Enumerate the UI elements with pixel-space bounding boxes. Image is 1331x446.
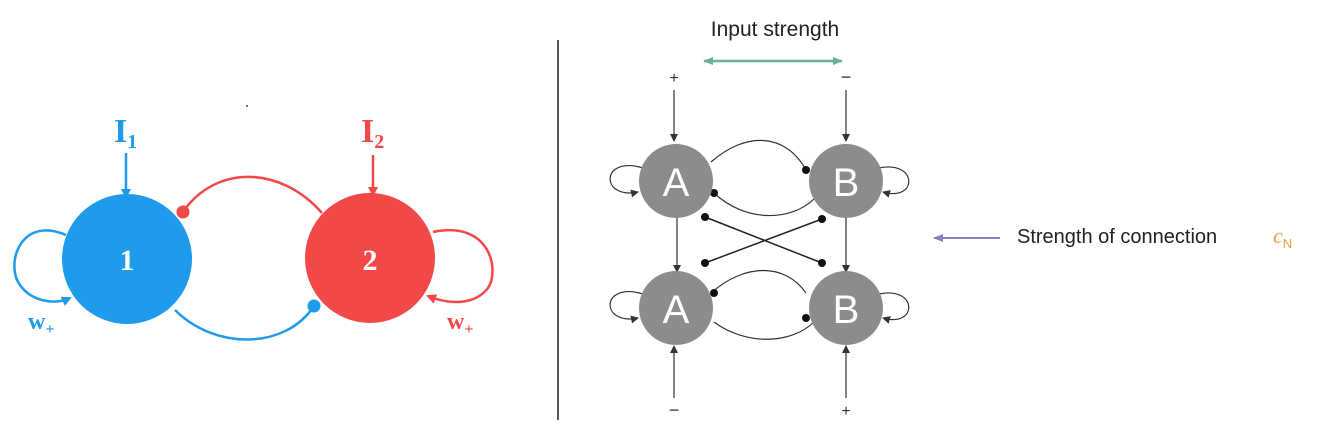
inhibition-1-to-2-dot [307, 299, 321, 313]
cross-link-2-dot-end [818, 215, 826, 223]
top-arc-lower-dot [710, 189, 718, 197]
cross-link-1-dot-end [818, 259, 826, 267]
self-loop-top-a [609, 165, 644, 198]
cross-link-2 [704, 218, 823, 264]
node-top-b-label: B [833, 161, 860, 205]
sign-bottom-left: − [669, 400, 680, 420]
bottom-arc-upper-dot [710, 289, 718, 297]
sign-top-left: + [669, 70, 678, 87]
left-diagram: I1 I2 1 2 w+ w+ [13, 105, 494, 341]
input1-label: I1 [114, 113, 137, 153]
node-bottom-b-label: B [833, 288, 860, 332]
inhibition-2-to-1 [181, 175, 323, 214]
node-1-label: 1 [120, 244, 135, 277]
node-2 [305, 193, 435, 323]
stray-mark [246, 105, 248, 107]
bottom-arc-lower [713, 321, 815, 340]
self-loop-bottom-b [878, 292, 910, 324]
input-strength-title: Input strength [711, 18, 839, 41]
sign-top-right: − [841, 67, 852, 87]
cross-link-2-dot-start [701, 259, 709, 267]
self-loop-top-b [878, 166, 910, 198]
connection-label: Strength of connection [1017, 226, 1217, 248]
top-arc-lower [713, 192, 815, 217]
inhibition-2-to-1-dot [176, 205, 190, 219]
right-diagram: Input strength + − − + [609, 18, 1292, 420]
cross-link-1-dot-start [701, 213, 709, 221]
w-plus-right: w+ [447, 309, 473, 338]
self-loop-1 [13, 229, 72, 306]
node-1 [62, 194, 192, 324]
top-arc-upper-dot [802, 166, 810, 174]
input2-label: I2 [361, 113, 384, 153]
self-loop-2 [426, 228, 494, 304]
node-bottom-a-label: A [663, 288, 690, 332]
node-top-a-label: A [663, 161, 690, 205]
bottom-arc-lower-dot [802, 314, 810, 322]
node-2-label: 2 [363, 244, 378, 277]
node-top-a [639, 144, 713, 218]
self-loop-bottom-a [609, 291, 644, 324]
node-top-b [809, 144, 883, 218]
inhibition-1-to-2 [174, 305, 316, 341]
sign-bottom-right: + [841, 403, 850, 420]
top-arc-upper [710, 139, 807, 171]
w-plus-left: w+ [28, 309, 54, 338]
cn-symbol: cN [1273, 223, 1292, 251]
node-bottom-b [809, 271, 883, 345]
cross-link-1 [704, 216, 823, 264]
bottom-arc-upper [710, 269, 807, 294]
node-bottom-a [639, 271, 713, 345]
